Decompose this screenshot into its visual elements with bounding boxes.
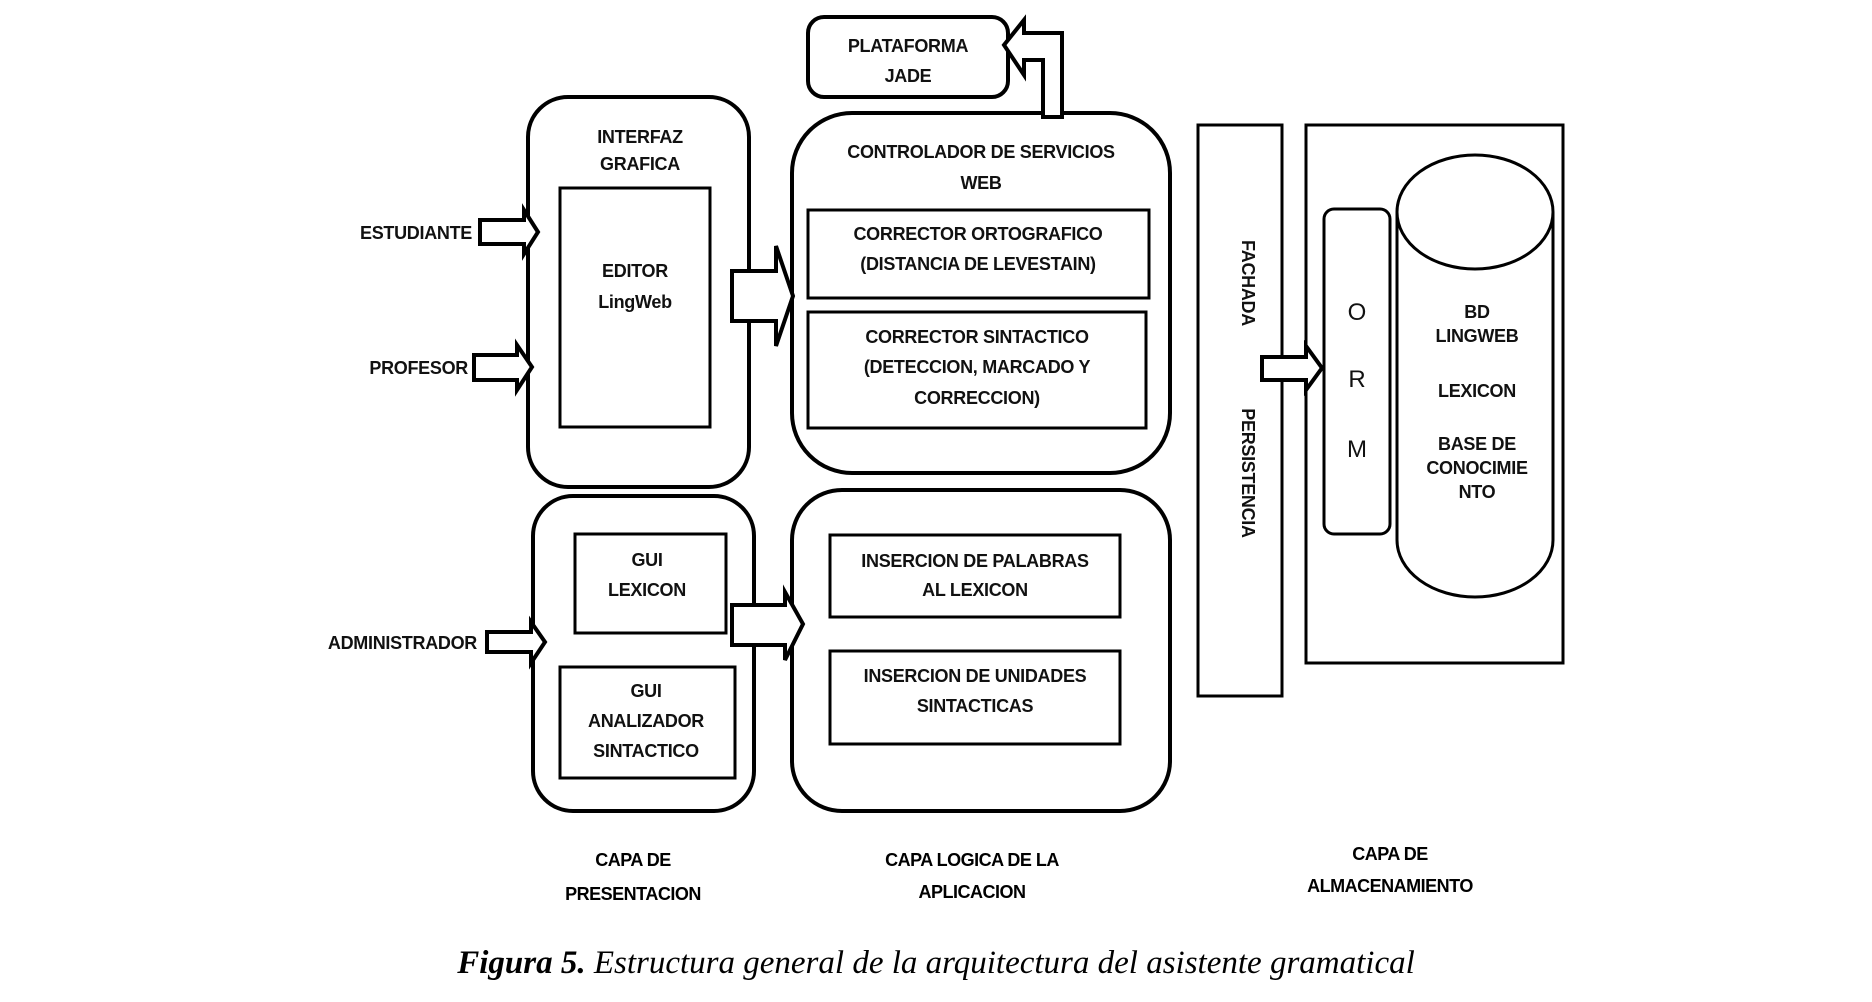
presentation-top-box: INTERFAZ GRAFICA EDITOR LingWeb (526, 95, 751, 489)
layer-presentacion-line1: CAPA DE (595, 850, 671, 870)
database-label-nto: NTO (1459, 482, 1496, 502)
database-cylinder (1395, 153, 1555, 599)
orm-letter-m: M (1347, 436, 1367, 463)
layer-almacenamiento-line1: CAPA DE (1352, 844, 1428, 864)
corrector-sintactico-line3: CORRECCION) (914, 388, 1040, 408)
gui-lexicon-line1: GUI (631, 550, 662, 570)
fachada-persistencia: FACHADA PERSISTENCIA (1196, 123, 1284, 698)
insercion-palabras-line2: AL LEXICON (922, 580, 1028, 600)
gui-to-insercion-arrow-icon (730, 584, 806, 661)
orm-letter-r: R (1348, 366, 1365, 393)
administrador-arrow-icon (485, 615, 548, 670)
jade-platform-box: PLATAFORMA JADE (806, 15, 1010, 99)
figure-caption: Figura 5. Estructura general de la arqui… (456, 945, 1415, 981)
editor-lingweb-box (558, 186, 712, 429)
layer-logica-line2: APLICACION (919, 882, 1026, 902)
insercion-palabras-line1: INSERCION DE PALABRAS (861, 551, 1089, 571)
database-label-lexicon: LEXICON (1438, 381, 1516, 401)
gui-lexicon-line2: LEXICON (608, 580, 686, 600)
insercion-palabras-box (828, 533, 1122, 619)
fachada-label: FACHADA (1238, 240, 1258, 326)
jade-label-line2: JADE (885, 66, 932, 86)
interfaz-grafica-title-line1: INTERFAZ (597, 127, 683, 147)
corrector-sintactico-line1: CORRECTOR SINTACTICO (865, 327, 1089, 347)
actor-profesor-label: PROFESOR (369, 358, 468, 378)
corrector-ortografico-line2: (DISTANCIA DE LEVESTAIN) (860, 254, 1096, 274)
figure-caption-label: Figura 5. (456, 945, 585, 981)
corrector-ortografico-line1: CORRECTOR ORTOGRAFICO (853, 224, 1102, 244)
corrector-sintactico-box (806, 310, 1148, 430)
controlador-title-line2: WEB (960, 173, 1001, 193)
interfaz-grafica-title-line2: GRAFICA (600, 154, 680, 174)
database-cylinder-top (1395, 153, 1555, 271)
fachada-persistencia-box (1196, 123, 1284, 698)
database-label-conocimie: CONOCIMIE (1426, 458, 1528, 478)
presentation-bottom-box: GUI LEXICON GUI ANALIZADOR SINTACTICO (531, 494, 756, 813)
gui-analizador-line1: GUI (630, 681, 661, 701)
layer-almacenamiento-line2: ALMACENAMIENTO (1307, 876, 1473, 896)
controlador-title-line1: CONTROLADOR DE SERVICIOS (847, 142, 1115, 162)
layer-logica-line1: CAPA LOGICA DE LA (885, 850, 1059, 870)
database-label-lingweb: LINGWEB (1436, 326, 1519, 346)
insercion-unidades-line1: INSERCION DE UNIDADES (864, 666, 1087, 686)
facade-to-orm-arrow-icon (1260, 339, 1325, 397)
actor-administrador-label: ADMINISTRADOR (328, 633, 477, 653)
database-label-base-de: BASE DE (1438, 434, 1516, 454)
gui-analizador-line2: ANALIZADOR (588, 711, 704, 731)
storage-box: O R M BD LINGWEB LEXICON BASE DE CONOCIM… (1304, 123, 1565, 665)
estudiante-arrow-icon (478, 203, 541, 261)
gui-analizador-box (558, 665, 737, 780)
editor-label-line1: EDITOR (602, 261, 668, 281)
persistencia-label: PERSISTENCIA (1238, 408, 1258, 538)
corrector-ortografico-box (806, 208, 1151, 300)
logic-top-box: CONTROLADOR DE SERVICIOS WEB CORRECTOR O… (790, 111, 1172, 475)
jade-label-line1: PLATAFORMA (848, 36, 969, 56)
orm-box (1322, 207, 1392, 536)
editor-label-line2: LingWeb (598, 292, 672, 312)
database-label-bd: BD (1464, 302, 1490, 322)
layer-presentacion-line2: PRESENTACION (565, 884, 701, 904)
gui-analizador-line3: SINTACTICO (593, 741, 699, 761)
logic-bottom-box: INSERCION DE PALABRAS AL LEXICON INSERCI… (790, 488, 1172, 813)
insercion-unidades-box (828, 649, 1122, 746)
profesor-arrow-icon (472, 338, 535, 397)
orm-letter-o: O (1348, 299, 1367, 326)
gui-lexicon-box (573, 532, 728, 635)
actor-estudiante-label: ESTUDIANTE (360, 223, 472, 243)
corrector-sintactico-line2: (DETECCION, MARCADO Y (864, 357, 1091, 377)
controller-to-jade-arrow-icon (1001, 14, 1064, 119)
editor-to-controller-arrow-icon (730, 245, 796, 347)
figure-caption-text: Estructura general de la arquitectura de… (586, 945, 1415, 981)
jade-box-shape (806, 15, 1010, 99)
insercion-unidades-line2: SINTACTICAS (917, 696, 1034, 716)
database-cylinder-body (1395, 212, 1555, 599)
